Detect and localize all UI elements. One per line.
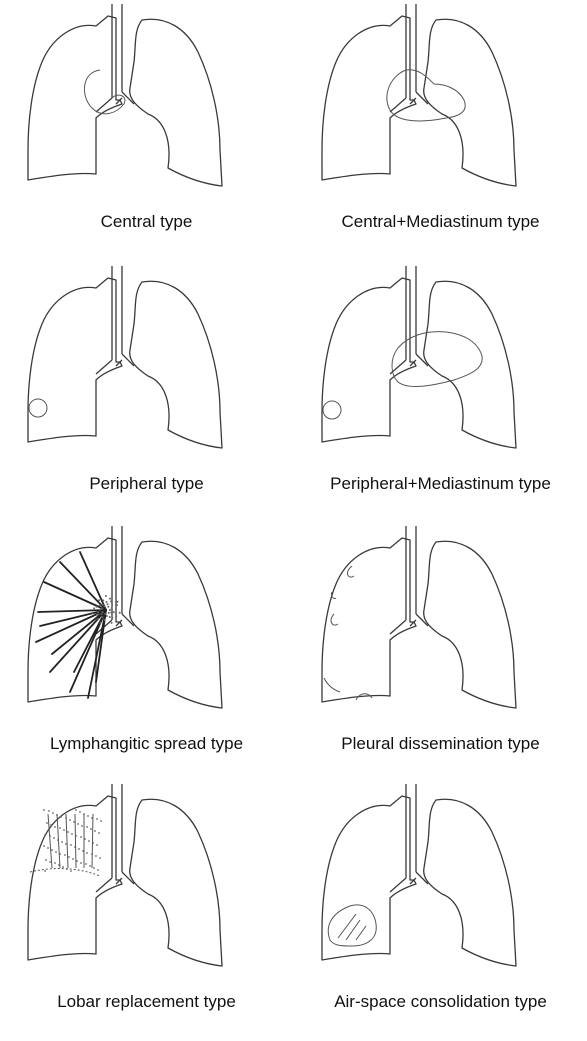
trachea-outline <box>390 4 428 112</box>
lung-diagram-lymphangitic <box>0 522 293 722</box>
panel-lymphangitic: Lymphangitic spread type <box>0 522 293 782</box>
panel-caption: Air-space consolidation type <box>294 992 587 1012</box>
right-lung-outline <box>28 16 122 180</box>
lung-diagram-central <box>0 0 293 200</box>
lobar-opacity <box>30 809 102 876</box>
left-lung-outline <box>424 19 516 186</box>
peripheral-nodule <box>29 399 47 417</box>
right-lung-outline <box>28 278 122 442</box>
left-lung-outline <box>130 541 222 708</box>
left-lung-outline <box>130 19 222 186</box>
lung-diagram-airspace <box>294 780 587 980</box>
panel-peripheral-mediastinum: Peripheral+Mediastinum type <box>294 262 587 522</box>
right-lung-outline <box>322 278 416 442</box>
right-lung-outline <box>322 796 416 960</box>
panel-caption: Lobar replacement type <box>0 992 293 1012</box>
left-lung-outline <box>130 799 222 966</box>
left-lung-outline <box>424 799 516 966</box>
right-lung-outline <box>322 538 416 702</box>
lung-diagram-pleural <box>294 522 587 722</box>
lung-diagram-central-mediastinum <box>294 0 587 200</box>
left-lung-outline <box>424 541 516 708</box>
right-lung-outline <box>322 16 416 180</box>
lymphangitic-streaks <box>36 552 121 698</box>
panel-caption: Pleural dissemination type <box>294 734 587 754</box>
lung-diagram-peripheral-mediastinum <box>294 262 587 462</box>
panel-caption: Central+Mediastinum type <box>294 212 587 232</box>
left-lung-outline <box>424 281 516 448</box>
panel-caption: Central type <box>0 212 293 232</box>
left-lung-outline <box>130 281 222 448</box>
panel-caption: Lymphangitic spread type <box>0 734 293 754</box>
panel-lobar: Lobar replacement type <box>0 780 293 1040</box>
central-mass-outline <box>84 70 124 114</box>
panel-pleural: Pleural dissemination type <box>294 522 587 782</box>
panel-peripheral: Peripheral type <box>0 262 293 522</box>
panel-central-mediastinum: Central+Mediastinum type <box>294 0 587 260</box>
trachea-outline <box>390 784 428 892</box>
right-lung-outline <box>28 538 122 702</box>
lung-diagram-peripheral <box>0 262 293 462</box>
lung-diagram-lobar <box>0 780 293 980</box>
panel-airspace: Air-space consolidation type <box>294 780 587 1040</box>
consolidation-outline <box>328 905 376 946</box>
trachea-outline <box>96 784 134 892</box>
peripheral-nodule <box>323 401 341 419</box>
trachea-outline <box>390 266 428 374</box>
panel-caption: Peripheral+Mediastinum type <box>294 474 587 494</box>
panel-central: Central type <box>0 0 293 260</box>
trachea-outline <box>390 526 428 634</box>
panel-caption: Peripheral type <box>0 474 293 494</box>
trachea-outline <box>96 266 134 374</box>
pleural-nodules <box>324 566 372 700</box>
